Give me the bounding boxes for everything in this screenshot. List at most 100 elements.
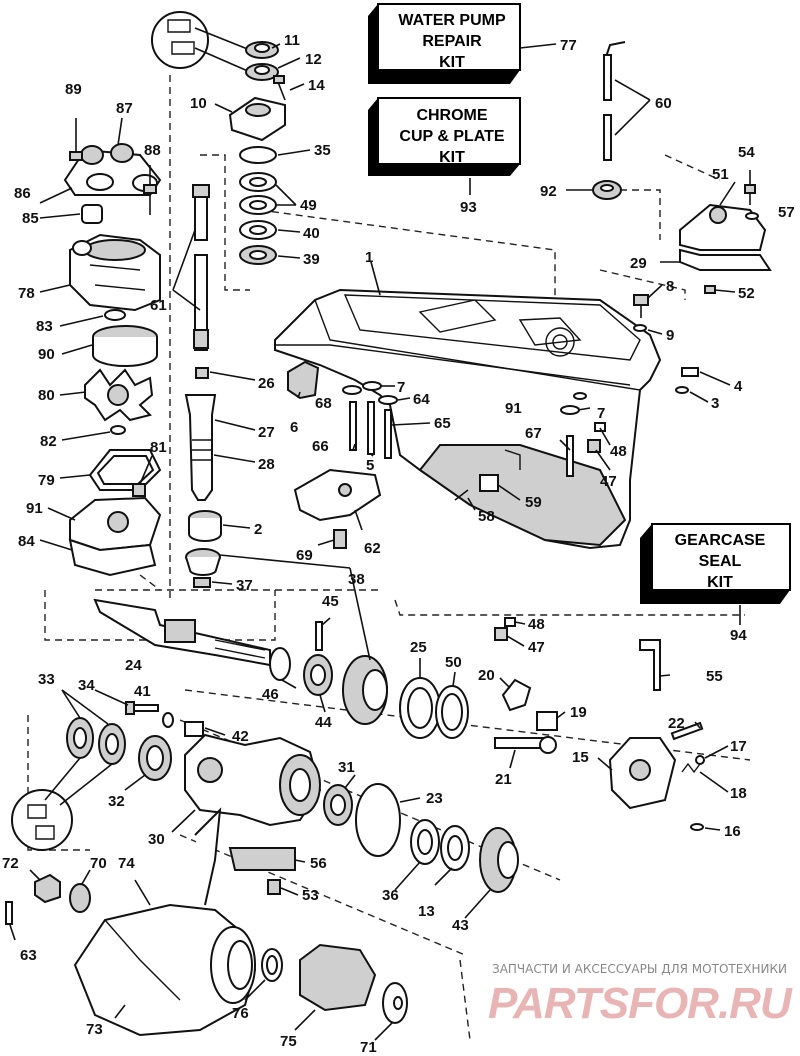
plate-59 — [479, 474, 499, 492]
callout-52: 52 — [738, 285, 755, 302]
callout-39: 39 — [303, 251, 320, 268]
callout-25: 25 — [410, 639, 427, 656]
clutch-dog-44 — [303, 654, 333, 696]
screw-14 — [273, 75, 286, 101]
screw-89 — [69, 118, 83, 161]
callout-93: 93 — [460, 199, 477, 216]
watermark: ЗАПЧАСТИ И АКСЕССУАРЫ ДЛЯ МОТОТЕХНИКИ PA… — [488, 962, 794, 1028]
kit-label-line: WATER PUMP — [398, 12, 506, 29]
washer-91b — [560, 405, 580, 415]
callout-34: 34 — [78, 677, 95, 694]
gearcase-housing — [274, 288, 662, 550]
callout-79: 79 — [38, 472, 55, 489]
plate-91 — [69, 496, 162, 552]
seal-12 — [245, 63, 279, 81]
bearing-32 — [138, 735, 172, 781]
washer-64 — [378, 395, 398, 405]
callout-61: 61 — [150, 297, 167, 314]
callout-49: 49 — [300, 197, 317, 214]
callout-9: 9 — [666, 327, 674, 344]
ball-17 — [695, 755, 705, 765]
callout-80: 80 — [38, 387, 55, 404]
bearing-housing-10 — [228, 96, 286, 142]
screw-5 — [367, 401, 375, 455]
callout-10: 10 — [190, 95, 207, 112]
screw-69 — [333, 529, 347, 549]
callout-70: 70 — [90, 855, 107, 872]
pinion-gear-38 — [185, 548, 221, 576]
callout-47a: 47 — [600, 473, 617, 490]
screw-53 — [267, 879, 281, 895]
callout-51: 51 — [712, 166, 729, 183]
nut-37 — [193, 577, 211, 588]
washer-68 — [342, 385, 362, 395]
callout-55: 55 — [706, 668, 723, 685]
callout-83: 83 — [36, 318, 53, 335]
gasket-29 — [679, 248, 772, 271]
callout-69: 69 — [296, 547, 313, 564]
plug-48b — [504, 617, 516, 627]
trim-tab-62 — [293, 468, 382, 522]
callout-92: 92 — [540, 183, 557, 200]
retaining-clips-detail — [151, 11, 251, 73]
driveshaft-61 — [192, 184, 210, 351]
bearing-46 — [269, 647, 291, 681]
seal-11 — [245, 41, 279, 59]
screw-66 — [349, 401, 357, 451]
bearing-31 — [323, 784, 353, 826]
callout-53: 53 — [302, 887, 319, 904]
ring-16 — [690, 823, 704, 831]
kit-label-line: KIT — [707, 574, 733, 591]
callout-64: 64 — [413, 391, 430, 408]
washer-40 — [239, 220, 277, 240]
callout-6: 6 — [290, 419, 298, 436]
anode-6 — [287, 360, 320, 400]
callout-63: 63 — [20, 947, 37, 964]
washers-49 — [239, 172, 277, 215]
key-82 — [110, 425, 126, 435]
callout-20: 20 — [478, 667, 495, 684]
callout-31: 31 — [338, 759, 355, 776]
pinion-bearing-27 — [184, 394, 217, 501]
callout-94: 94 — [730, 627, 747, 644]
bearing-2 — [188, 510, 222, 542]
callout-50: 50 — [445, 654, 462, 671]
detent-19 — [536, 711, 558, 731]
callout-48a: 48 — [610, 443, 627, 460]
pin-81 — [132, 483, 146, 497]
callout-86: 86 — [14, 185, 31, 202]
callout-29: 29 — [630, 255, 647, 272]
callout-14: 14 — [308, 77, 325, 94]
cotter-pin-63 — [5, 901, 13, 925]
screw-47b — [494, 627, 508, 641]
callout-74: 74 — [118, 855, 135, 872]
plug-4 — [681, 367, 699, 377]
spacer-70 — [69, 883, 91, 913]
anode-56 — [228, 847, 296, 871]
callout-7b: 7 — [597, 405, 605, 422]
callout-17: 17 — [730, 738, 747, 755]
impeller-80 — [84, 368, 154, 422]
screw-8 — [633, 294, 649, 318]
spacer-76 — [261, 948, 283, 982]
kit-box-chrome-cup: CHROME CUP & PLATE KIT — [368, 97, 521, 176]
screw-67 — [566, 435, 574, 477]
callout-76: 76 — [232, 1005, 249, 1022]
callout-36: 36 — [382, 887, 399, 904]
kit-label-line: CUP & PLATE — [399, 128, 505, 145]
screw-58 — [454, 489, 469, 501]
callout-75: 75 — [280, 1033, 297, 1050]
callout-91b: 91 — [505, 400, 522, 417]
callout-73: 73 — [86, 1021, 103, 1038]
callout-81: 81 — [150, 439, 167, 456]
grommet-85 — [81, 204, 103, 224]
bearing-cup-25 — [399, 677, 441, 739]
callout-78: 78 — [18, 285, 35, 302]
callout-18: 18 — [730, 785, 747, 802]
cover-51 — [679, 203, 767, 251]
callout-16: 16 — [724, 823, 741, 840]
water-tube-60 — [603, 41, 626, 161]
kit-label-line: CHROME — [416, 107, 487, 124]
nut-26 — [195, 367, 209, 379]
